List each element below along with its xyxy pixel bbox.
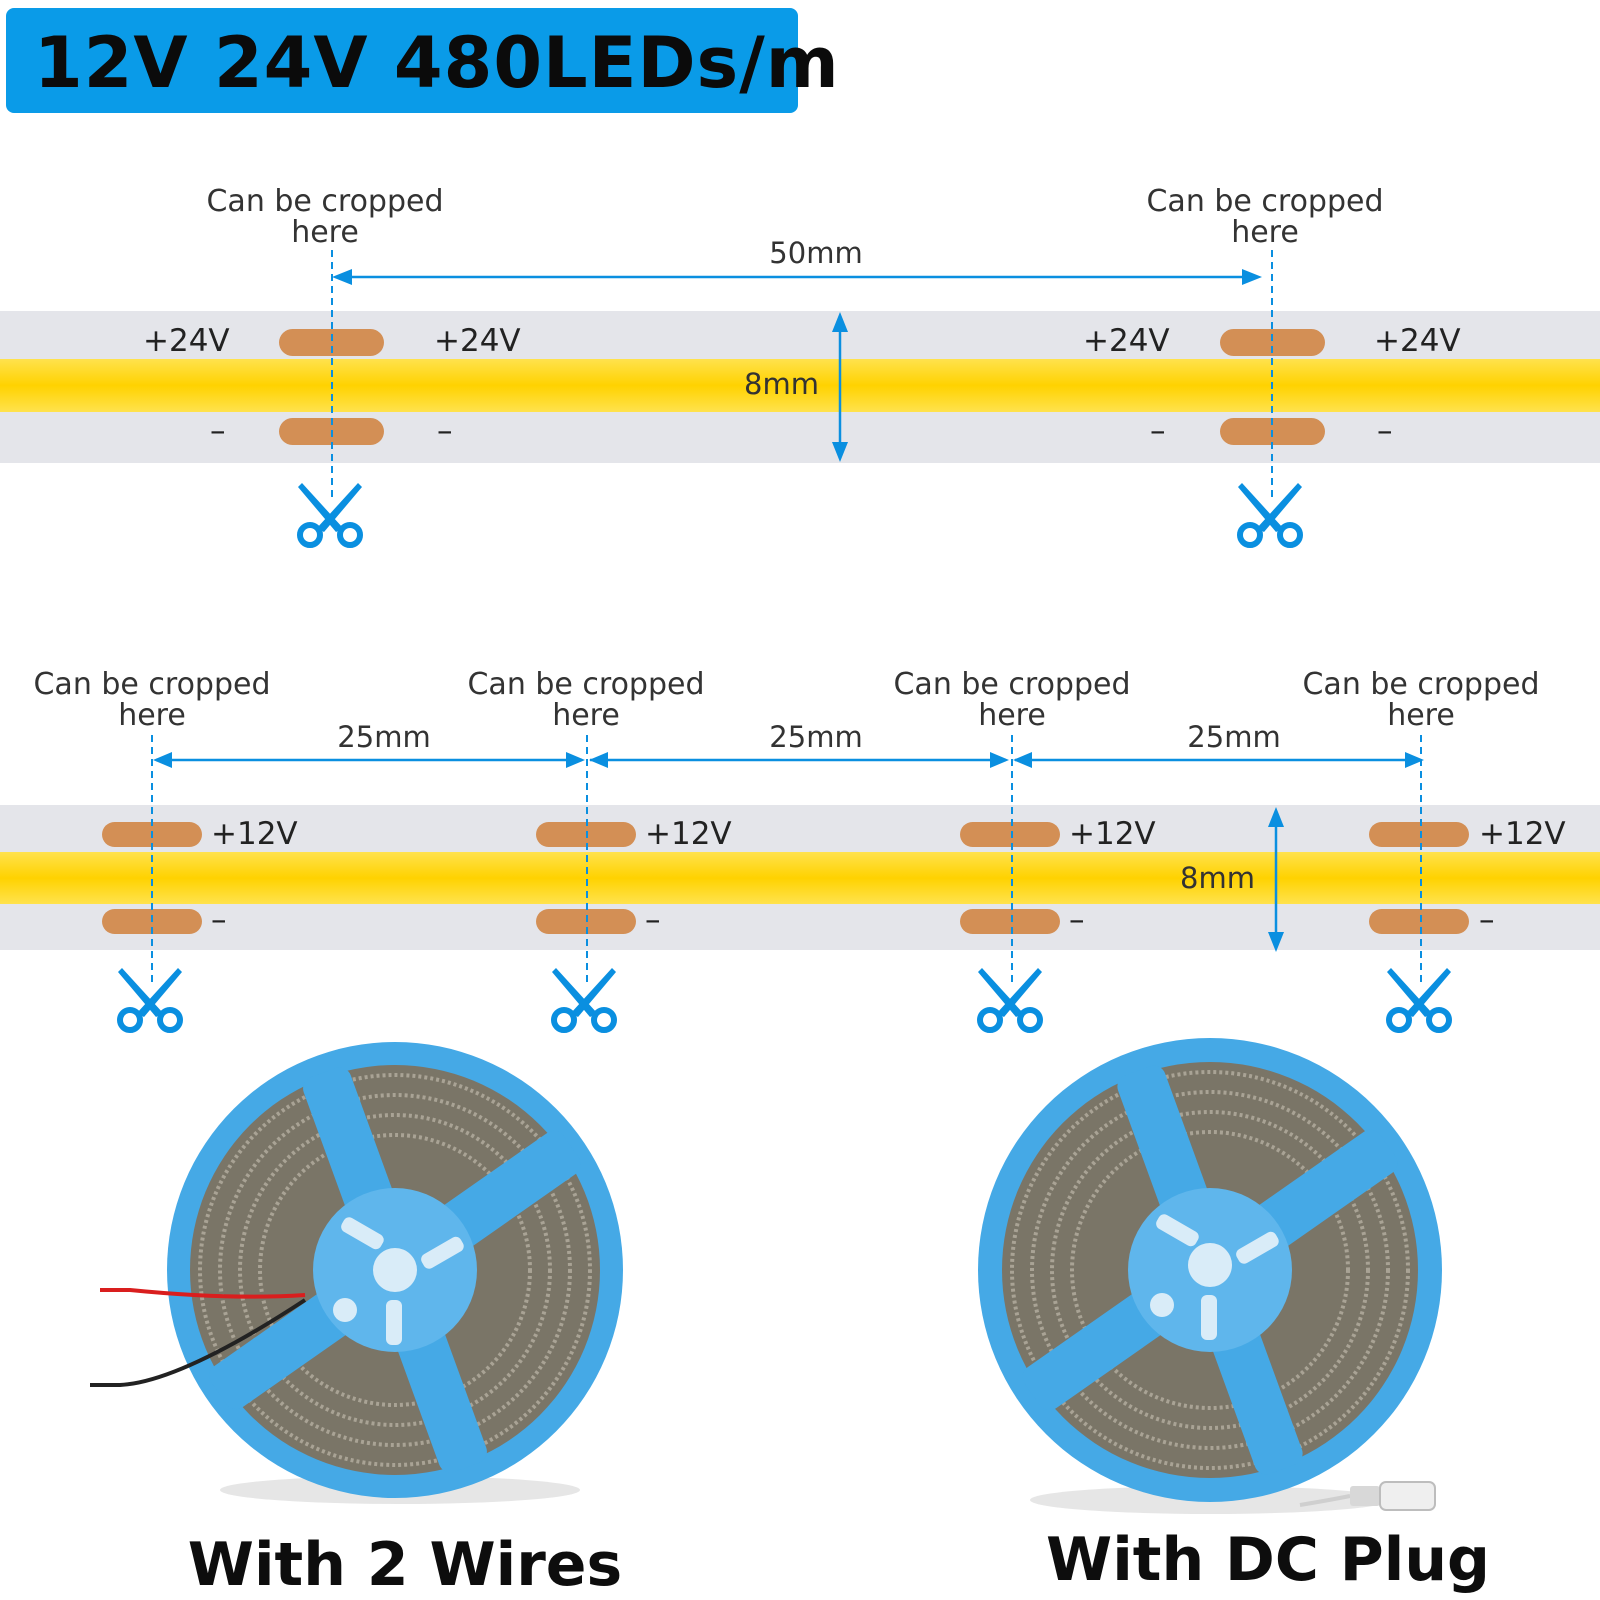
negative-label: – bbox=[645, 902, 661, 938]
spacing-label-12v-3: 25mm bbox=[1187, 720, 1281, 754]
solder-pad bbox=[1369, 822, 1469, 847]
negative-label: – bbox=[1069, 902, 1085, 938]
double-arrow-icon bbox=[1013, 752, 1424, 768]
spacing-label-12v-2: 25mm bbox=[769, 720, 863, 754]
cob-led-band-12v bbox=[0, 852, 1600, 904]
double-arrow-icon bbox=[1268, 807, 1284, 952]
negative-label: – bbox=[1150, 413, 1166, 449]
width-label-12v: 8mm bbox=[1180, 861, 1255, 895]
positive-label: +24V bbox=[434, 323, 521, 359]
led-reel-with-wires bbox=[90, 1042, 623, 1504]
double-arrow-icon bbox=[589, 752, 1009, 768]
positive-label: +24V bbox=[1083, 323, 1170, 359]
scissors-icon bbox=[1387, 968, 1451, 1030]
scissors-icon bbox=[1238, 483, 1302, 545]
width-label-24v: 8mm bbox=[744, 367, 819, 401]
page-title: 12V 24V 480LEDs/m bbox=[34, 22, 840, 104]
cob-led-band-24v bbox=[0, 359, 1600, 412]
negative-label: – bbox=[437, 413, 453, 449]
scissors-icon bbox=[978, 968, 1042, 1030]
negative-label: – bbox=[1479, 902, 1495, 938]
positive-label: +12V bbox=[211, 816, 298, 852]
spacing-label-24v: 50mm bbox=[769, 236, 863, 270]
double-arrow-icon bbox=[332, 269, 1262, 285]
positive-label: +24V bbox=[143, 323, 230, 359]
scissors-icon bbox=[552, 968, 616, 1030]
negative-label: – bbox=[1377, 413, 1393, 449]
negative-label: – bbox=[210, 413, 226, 449]
positive-label: +12V bbox=[645, 816, 732, 852]
title-banner: 12V 24V 480LEDs/m bbox=[6, 8, 839, 113]
negative-label: – bbox=[211, 902, 227, 938]
positive-label: +24V bbox=[1374, 323, 1461, 359]
solder-pad bbox=[960, 822, 1060, 847]
solder-pad bbox=[960, 909, 1060, 934]
double-arrow-icon bbox=[153, 752, 585, 768]
positive-label: +12V bbox=[1069, 816, 1156, 852]
solder-pad bbox=[1369, 909, 1469, 934]
positive-label: +12V bbox=[1479, 816, 1566, 852]
spacing-label-12v-1: 25mm bbox=[337, 720, 431, 754]
scissors-icon bbox=[298, 483, 362, 545]
led-reel-with-dc-plug bbox=[978, 1038, 1442, 1514]
scissors-icon bbox=[118, 968, 182, 1030]
double-arrow-icon bbox=[832, 312, 848, 462]
caption-with-wires: With 2 Wires bbox=[187, 1530, 623, 1600]
caption-with-dc-plug: With DC Plug bbox=[1046, 1525, 1490, 1595]
